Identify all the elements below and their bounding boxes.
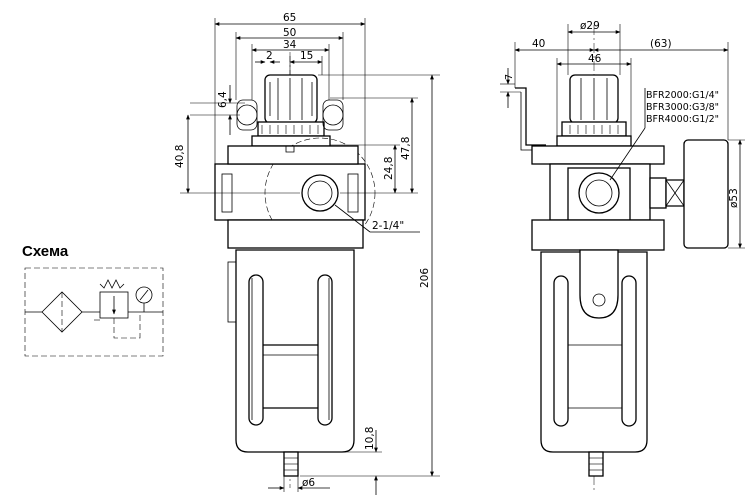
dim-drain-dia: ø6 [302,477,315,489]
dim-50: 50 [283,27,296,39]
dim-40-8: 40,8 [174,145,186,168]
model-label-3: BFR4000:G1/2" [646,114,719,125]
dim-65: 65 [283,12,296,24]
filter-bowl [227,249,355,453]
dim-port: 2-1/4" [372,220,404,232]
dim-2: 2 [266,50,273,62]
dim-d29: ø29 [580,20,600,32]
dim-gauge-dia: ø53 [728,188,740,208]
schema-title: Схема [22,243,69,260]
dim-206: 206 [419,268,431,288]
dim-d40: 40 [532,38,545,50]
dim-6-4: 6,4 [217,91,229,108]
pneumatic-schema: Схема [22,243,164,357]
model-label-1: BFR2000:G1/4" [646,90,719,101]
model-label-2: BFR3000:G3/8" [646,102,719,113]
dim-24-8: 24,8 [383,157,395,180]
front-view: 65 50 34 15 2 6,4 40,8 47,8 24,8 [174,12,440,495]
dim-34: 34 [283,39,297,51]
dim-15: 15 [300,50,313,62]
dim-10-8: 10,8 [364,427,376,450]
dim-d46: 46 [588,53,602,65]
dim-d7: 7 [504,74,515,80]
side-view: ø29 46 40 (63) 7 ø53 BFR2000:G1/4" BFR30… [500,20,745,490]
dim-47-8: 47,8 [400,137,412,160]
dim-d63: (63) [650,38,672,50]
regulator-knob [251,74,331,147]
